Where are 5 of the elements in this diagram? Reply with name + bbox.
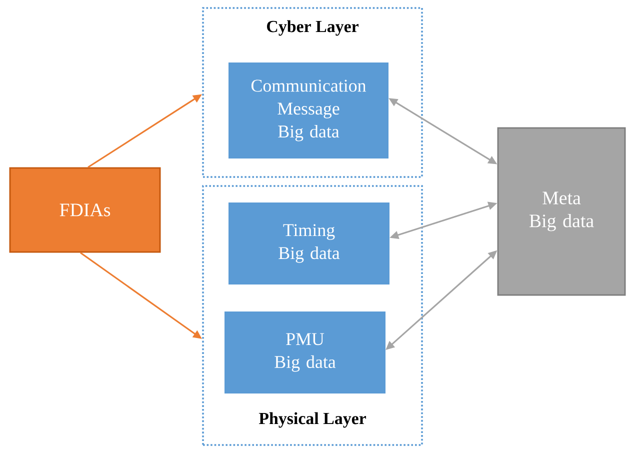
data-box: Communication Message Big data <box>228 62 388 158</box>
meta-data-box: Meta Big data <box>497 127 626 296</box>
data-box: PMU Big data <box>224 312 386 394</box>
attack-box: FDIAs <box>9 167 161 253</box>
data-box: Timing Big data <box>228 202 390 284</box>
